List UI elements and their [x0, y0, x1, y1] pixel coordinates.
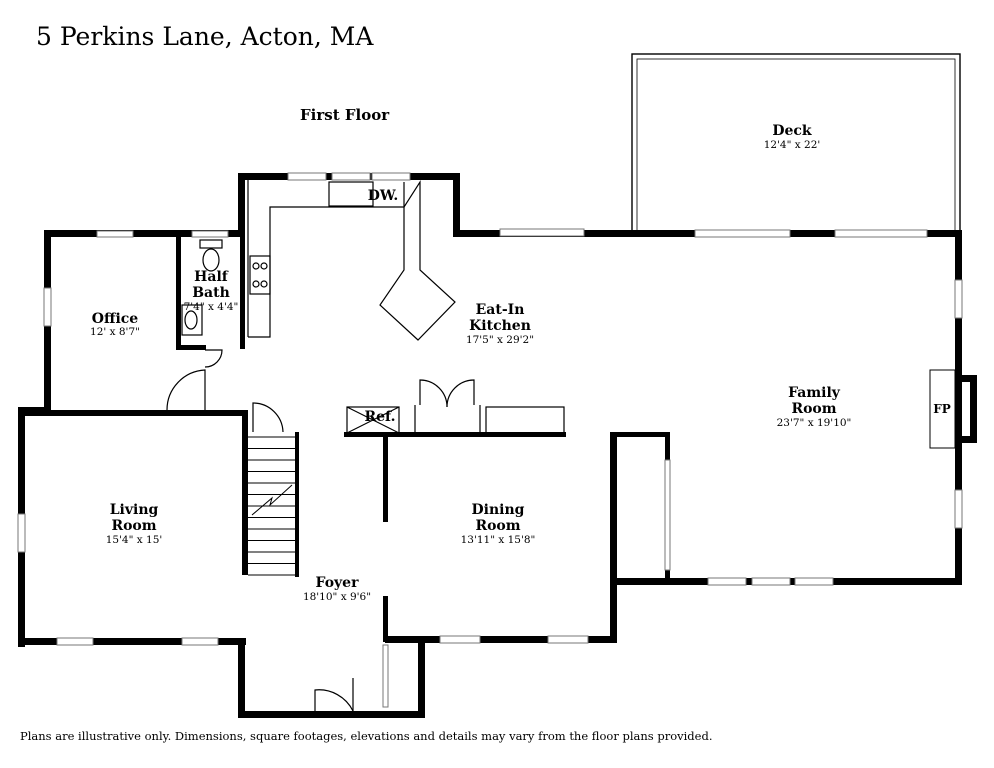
living-name-2: Room	[111, 518, 156, 534]
room-deck: Deck 12'4" x 22'	[764, 123, 821, 151]
property-title: 5 Perkins Lane, Acton, MA	[36, 22, 374, 51]
floor-label: First Floor	[300, 106, 390, 124]
kitchen-name-2: Kitchen	[469, 318, 531, 334]
dishwasher-label: DW.	[368, 188, 399, 204]
family-name-2: Room	[791, 401, 836, 417]
kitchen-counters	[247, 179, 565, 434]
kitchen-dims: 17'5" x 29'2"	[466, 334, 534, 346]
half-bath-fixtures	[181, 239, 223, 336]
room-living: Living Room 15'4" x 15'	[106, 502, 163, 546]
refrigerator-label: Ref.	[365, 409, 396, 425]
foyer-dims: 18'10" x 9'6"	[303, 591, 371, 603]
doors	[166, 349, 354, 712]
family-dims: 23'7" x 19'10"	[777, 417, 852, 429]
half-bath-dims: 7'4" x 4'4"	[184, 301, 239, 313]
room-office: Office 12' x 8'7"	[90, 311, 140, 338]
half-bath-name-2: Bath	[192, 285, 230, 301]
family-name-1: Family	[788, 385, 841, 401]
fireplace-label: FP	[933, 402, 951, 416]
office-name: Office	[92, 311, 139, 327]
dining-name-2: Room	[475, 518, 520, 534]
office-dims: 12' x 8'7"	[90, 326, 140, 338]
living-dims: 15'4" x 15'	[106, 534, 163, 546]
room-foyer: Foyer 18'10" x 9'6"	[303, 575, 371, 603]
room-family: Family Room 23'7" x 19'10"	[777, 385, 852, 429]
room-half-bath: Half Bath 7'4" x 4'4"	[184, 269, 239, 313]
dining-name-1: Dining	[472, 502, 525, 518]
fireplace	[929, 369, 956, 449]
stair-break-line	[251, 484, 293, 516]
windows	[17, 172, 963, 708]
room-dining: Dining Room 13'11" x 15'8"	[461, 502, 536, 546]
stairs	[248, 436, 295, 576]
kitchen-name-1: Eat-In	[476, 302, 525, 318]
dining-dims: 13'11" x 15'8"	[461, 534, 536, 546]
living-name-1: Living	[110, 502, 159, 518]
half-bath-name-1: Half	[194, 269, 229, 285]
deck-dims: 12'4" x 22'	[764, 139, 821, 151]
room-kitchen: Eat-In Kitchen 17'5" x 29'2"	[466, 302, 534, 346]
disclaimer: Plans are illustrative only. Dimensions,…	[20, 729, 712, 743]
walls	[18, 173, 977, 718]
foyer-name: Foyer	[316, 575, 360, 591]
deck-name: Deck	[772, 123, 812, 139]
